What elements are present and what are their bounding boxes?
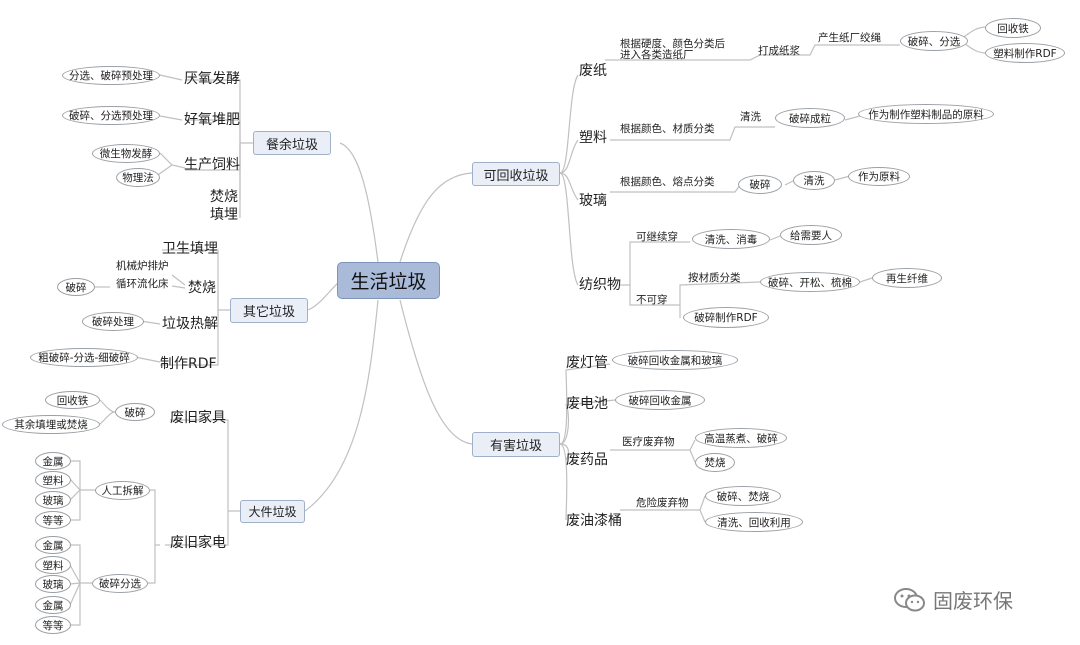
- node-furniture: 废旧家具: [170, 410, 226, 426]
- textile-fiber[interactable]: 再生纤维: [872, 268, 942, 288]
- battery-out[interactable]: 破碎回收金属: [615, 390, 705, 410]
- crush-item[interactable]: 塑料: [35, 556, 71, 574]
- center-node[interactable]: 生活垃圾: [337, 262, 440, 299]
- incinerate-fluid: 循环流化床: [116, 278, 169, 290]
- node-other-rdf: 制作RDF: [160, 356, 217, 372]
- node-kitchen-landfill: 填埋: [210, 207, 238, 223]
- paper-step1: 根据硬度、颜色分类后: [620, 38, 725, 50]
- node-feed: 生产饲料: [184, 157, 240, 173]
- node-sanitary: 卫生填埋: [162, 241, 218, 257]
- watermark: 固废环保: [893, 585, 1013, 614]
- furniture-crush[interactable]: 破碎: [115, 403, 155, 421]
- node-hazardous[interactable]: 有害垃圾: [472, 432, 560, 457]
- furniture-rest[interactable]: 其余填埋或焚烧: [2, 415, 100, 434]
- medicine-out2[interactable]: 焚烧: [695, 453, 735, 472]
- node-battery: 废电池: [566, 396, 608, 412]
- incinerate-crush[interactable]: 破碎: [57, 278, 95, 296]
- node-textile: 纺织物: [579, 277, 621, 293]
- plastic-step2: 清洗: [740, 111, 761, 123]
- node-medicine: 废药品: [566, 452, 608, 468]
- node-lamp: 废灯管: [566, 355, 608, 371]
- manual-item[interactable]: 金属: [35, 452, 71, 470]
- appliance-crush[interactable]: 破碎分选: [92, 574, 148, 593]
- crush-item[interactable]: 玻璃: [35, 575, 71, 593]
- paint-out1[interactable]: 破碎、焚烧: [705, 486, 781, 506]
- paper-step2: 打成纸浆: [758, 45, 800, 57]
- medicine-type: 医疗废弃物: [622, 436, 675, 448]
- manual-item[interactable]: 塑料: [35, 471, 71, 489]
- paper-out2[interactable]: 塑料制作RDF: [985, 43, 1065, 63]
- paper-out1[interactable]: 回收铁: [985, 18, 1041, 38]
- textile-process[interactable]: 破碎、开松、梳棉: [760, 272, 860, 292]
- crush-item[interactable]: 金属: [35, 596, 71, 614]
- glass-step1: 根据颜色、熔点分类: [620, 176, 715, 188]
- feed-m2[interactable]: 物理法: [116, 168, 160, 187]
- node-pyrolysis: 垃圾热解: [162, 316, 218, 332]
- feed-m1[interactable]: 微生物发酵: [92, 144, 160, 163]
- textile-wash[interactable]: 清洗、消毒: [692, 229, 770, 249]
- watermark-text: 固废环保: [933, 589, 1013, 613]
- node-kitchen[interactable]: 餐余垃圾: [253, 131, 331, 155]
- crush-item[interactable]: 等等: [35, 616, 71, 634]
- node-bulky[interactable]: 大件垃圾: [240, 500, 305, 523]
- glass-out[interactable]: 作为原料: [848, 167, 910, 186]
- node-appliance: 废旧家电: [170, 535, 226, 551]
- manual-item[interactable]: 等等: [35, 511, 71, 529]
- paint-type: 危险废弃物: [636, 497, 689, 509]
- plastic-step1: 根据颜色、材质分类: [620, 123, 715, 135]
- node-incinerate: 焚烧: [188, 280, 216, 296]
- incinerate-grate: 机械炉排炉: [116, 260, 169, 272]
- glass-step2[interactable]: 破碎: [738, 175, 782, 194]
- pyrolysis-pre[interactable]: 破碎处理: [82, 312, 144, 331]
- textile-wearable: 可继续穿: [636, 231, 678, 243]
- node-other[interactable]: 其它垃圾: [230, 298, 308, 323]
- textile-sort: 按材质分类: [688, 272, 741, 284]
- furniture-iron[interactable]: 回收铁: [45, 391, 100, 409]
- manual-item[interactable]: 玻璃: [35, 491, 71, 509]
- textile-rdf[interactable]: 破碎制作RDF: [683, 307, 769, 328]
- node-aerobic: 好氧堆肥: [184, 112, 240, 128]
- paper-step1b: 进入各类造纸厂: [620, 49, 694, 61]
- glass-step3[interactable]: 清洗: [793, 171, 835, 190]
- medicine-out1[interactable]: 高温蒸煮、破碎: [695, 428, 787, 448]
- node-recyclable[interactable]: 可回收垃圾: [472, 162, 560, 186]
- lamp-out[interactable]: 破碎回收金属和玻璃: [612, 350, 738, 370]
- node-kitchen-burn: 焚烧: [210, 189, 238, 205]
- node-paper: 废纸: [579, 63, 607, 79]
- paper-step4[interactable]: 破碎、分选: [900, 31, 968, 51]
- textile-give[interactable]: 给需要人: [780, 225, 842, 245]
- node-anaerobic: 厌氧发酵: [184, 71, 240, 87]
- appliance-manual[interactable]: 人工拆解: [95, 481, 150, 500]
- crush-item[interactable]: 金属: [35, 536, 71, 554]
- plastic-step3[interactable]: 破碎成粒: [775, 108, 845, 128]
- textile-unwearable: 不可穿: [636, 294, 668, 306]
- node-glass: 玻璃: [579, 193, 607, 209]
- aerobic-pre[interactable]: 破碎、分选预处理: [62, 106, 160, 125]
- wechat-icon: [894, 587, 925, 611]
- other-rdf-pre[interactable]: 粗破碎-分选-细破碎: [30, 348, 138, 367]
- node-paint: 废油漆桶: [566, 513, 622, 529]
- anaerobic-pre[interactable]: 分选、破碎预处理: [62, 66, 160, 85]
- plastic-out[interactable]: 作为制作塑料制品的原料: [858, 104, 994, 124]
- paint-out2[interactable]: 清洗、回收利用: [705, 512, 803, 532]
- node-plastic: 塑料: [579, 130, 607, 146]
- paper-step3: 产生纸厂绞绳: [818, 32, 881, 44]
